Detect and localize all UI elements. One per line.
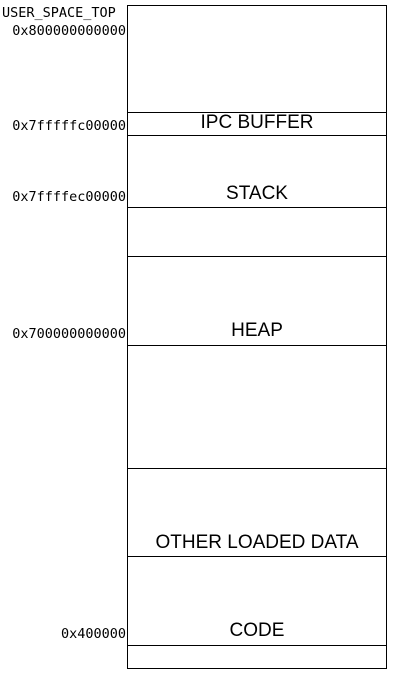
region-other-loaded-data: OTHER LOADED DATA [155,532,359,553]
address-ipc-buffer: 0x7fffffc00000 [12,118,126,134]
separator-stack-bottom [127,207,387,208]
address-heap: 0x700000000000 [12,326,126,342]
address-code: 0x400000 [60,626,126,642]
separator-code-bottom [127,645,387,646]
address-top: 0x800000000000 [12,23,126,39]
separator-other-bottom [127,556,387,557]
region-code: CODE [229,620,285,641]
user-space-top-label: USER_SPACE_TOP [2,5,116,21]
separator-other-top [127,468,387,469]
separator-heap-top [127,256,387,257]
region-stack: STACK [226,183,288,204]
address-space-box [127,5,387,669]
separator-ipc-bottom [127,135,387,136]
region-ipc-buffer: IPC BUFFER [200,112,314,133]
address-stack: 0x7ffffec00000 [12,189,126,205]
separator-ipc-top [127,112,387,113]
separator-heap-bottom [127,345,387,346]
region-heap: HEAP [231,320,283,341]
